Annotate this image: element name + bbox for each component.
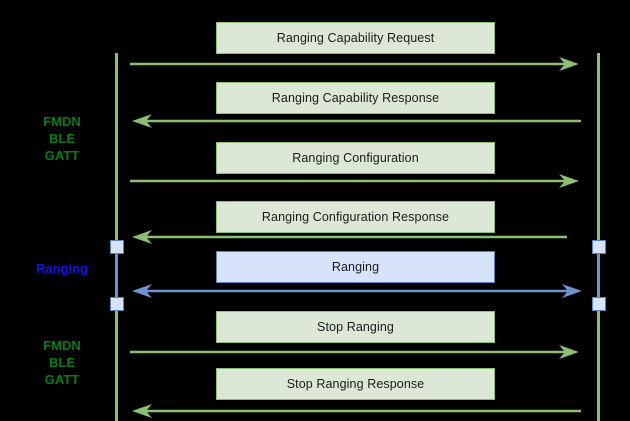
- message-box-stop-ranging[interactable]: Stop Ranging: [216, 311, 495, 343]
- activation-bar-right: [597, 247, 600, 304]
- message-box-ranging-capability-response[interactable]: Ranging Capability Response: [216, 82, 495, 114]
- arrow-ranging-configuration-response: [131, 230, 567, 244]
- activation-square-left-start: [110, 240, 124, 254]
- arrow-ranging-capability-response: [131, 114, 581, 128]
- phase-label-fmdn-ble-gatt-bottom: FMDN BLE GATT: [43, 338, 81, 387]
- arrow-ranging-bidirectional: [131, 284, 583, 298]
- activation-bar-left: [115, 247, 118, 304]
- activation-square-right-end: [592, 297, 606, 311]
- message-box-ranging-capability-request[interactable]: Ranging Capability Request: [216, 22, 495, 54]
- arrow-ranging-capability-request: [130, 57, 580, 71]
- message-box-ranging-configuration-response[interactable]: Ranging Configuration Response: [216, 201, 495, 233]
- phase-label-fmdn-ble-gatt-top: FMDN BLE GATT: [43, 114, 81, 163]
- lifeline-left: [115, 53, 118, 421]
- message-box-ranging[interactable]: Ranging: [216, 251, 495, 283]
- phase-label-ranging: Ranging: [36, 261, 88, 276]
- message-box-stop-ranging-response[interactable]: Stop Ranging Response: [216, 368, 495, 400]
- activation-square-left-end: [110, 297, 124, 311]
- arrow-stop-ranging: [130, 345, 580, 359]
- message-box-ranging-configuration[interactable]: Ranging Configuration: [216, 142, 495, 174]
- lifeline-right: [597, 53, 600, 421]
- arrow-ranging-configuration: [130, 174, 580, 188]
- arrow-stop-ranging-response: [131, 404, 581, 418]
- activation-square-right-start: [592, 240, 606, 254]
